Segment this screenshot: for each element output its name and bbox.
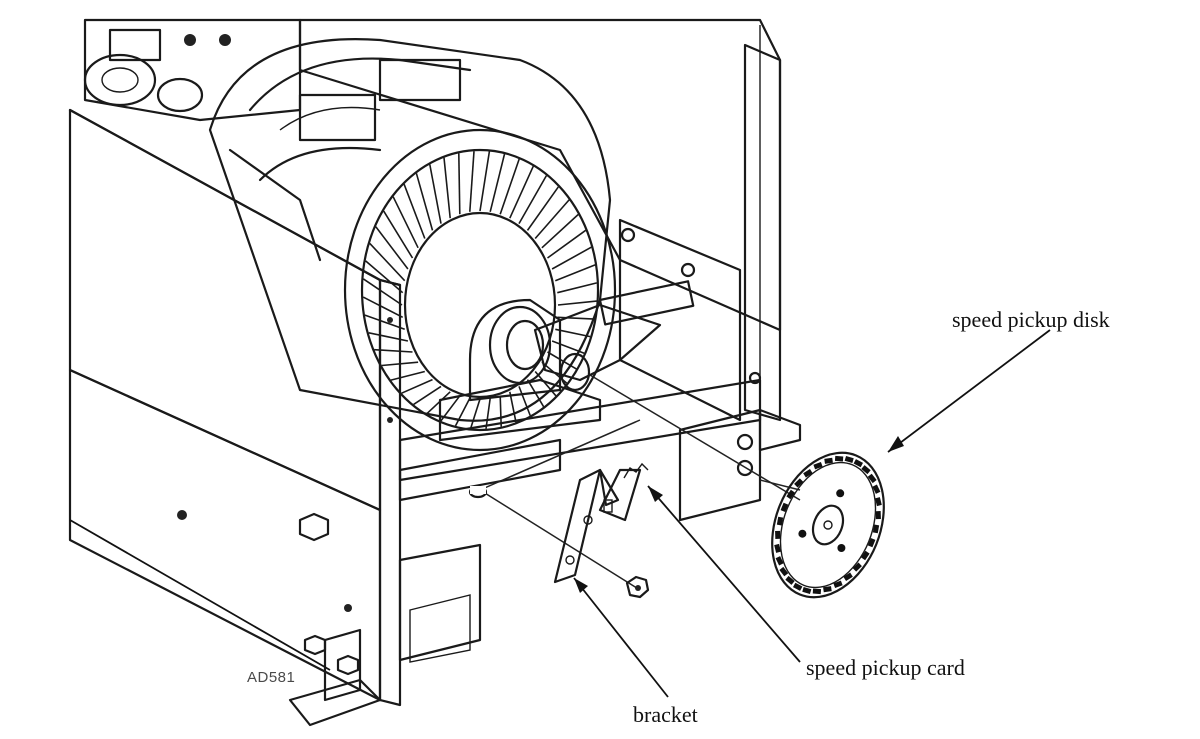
- cooling-fan: [343, 128, 617, 452]
- shaft-assembly: [438, 218, 762, 442]
- rear-louver-panel: [298, 18, 782, 422]
- exploded-bracket: [553, 468, 620, 584]
- hex-nut: [625, 575, 650, 599]
- frame-pickup-mount: [678, 408, 802, 522]
- base-frame: [69, 378, 762, 727]
- exploded-pickup-card: [598, 462, 649, 522]
- bracket-label: bracket: [633, 702, 698, 727]
- figure-code: AD581: [247, 669, 295, 686]
- lower-frame-panel: [68, 368, 382, 702]
- top-left-fittings: [83, 18, 302, 122]
- explode-lines: [479, 374, 801, 591]
- front-post: [378, 278, 402, 707]
- leader-lines: [573, 329, 1051, 698]
- speed-pickup-card-label: speed pickup card: [806, 655, 965, 680]
- front-louver-panel: [68, 108, 402, 512]
- alternator-housing: [208, 38, 612, 422]
- speed-pickup-disk-label: speed pickup disk: [952, 307, 1110, 332]
- mount-bolt: [468, 485, 488, 499]
- speed-pickup-disk: [771, 451, 885, 599]
